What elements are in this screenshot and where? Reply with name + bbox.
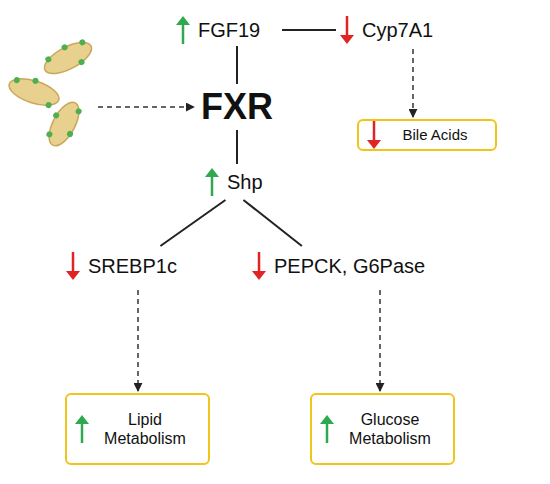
node-label: Bile Acids xyxy=(387,126,483,144)
text-group: Glucose Metabolism xyxy=(340,410,440,448)
bacterium xyxy=(38,33,97,81)
text-group: Bile Acids xyxy=(387,126,483,144)
dashed-arrow xyxy=(379,290,381,391)
gene-label: FGF19 xyxy=(176,14,276,46)
bacterium xyxy=(40,96,86,151)
text-group: FXR xyxy=(201,86,273,128)
bacterium xyxy=(6,71,63,111)
node-label: Shp xyxy=(227,171,263,194)
dashed-arrow xyxy=(98,106,194,108)
connector-line xyxy=(160,200,225,246)
dashed-arrow xyxy=(137,290,139,391)
node-label: Glucose Metabolism xyxy=(340,410,440,448)
decrease-arrow xyxy=(252,252,266,280)
connector-line xyxy=(243,200,301,246)
decrease-arrow xyxy=(367,121,381,149)
node-label: Lipid Metabolism xyxy=(95,410,195,448)
node-label: SREBP1c xyxy=(88,255,177,278)
connector-line xyxy=(236,130,238,164)
text-group: FGF19 xyxy=(198,19,260,42)
receptor-label: FXR xyxy=(200,86,274,128)
increase-arrow xyxy=(205,168,219,196)
text-group: SREBP1c xyxy=(88,255,177,278)
increase-arrow xyxy=(75,415,89,443)
connector-line xyxy=(282,29,336,31)
outcome-box: Lipid Metabolism xyxy=(65,393,210,465)
increase-arrow xyxy=(176,16,190,44)
node-label: Cyp7A1 xyxy=(362,19,433,42)
text-group: Lipid Metabolism xyxy=(95,410,195,448)
text-group: Cyp7A1 xyxy=(362,19,433,42)
gene-label: Cyp7A1 xyxy=(340,14,452,46)
decrease-arrow xyxy=(66,252,80,280)
decrease-arrow xyxy=(340,16,354,44)
dashed-arrow xyxy=(412,49,414,117)
text-group: Shp xyxy=(227,171,263,194)
node-label: FGF19 xyxy=(198,19,260,42)
gene-label: Shp xyxy=(205,166,267,198)
gene-label: SREBP1c xyxy=(66,250,184,282)
node-label: FXR xyxy=(201,86,273,128)
node-label: PEPCK, G6Pase xyxy=(274,255,425,278)
outcome-box: Glucose Metabolism xyxy=(310,393,455,465)
text-group: PEPCK, G6Pase xyxy=(274,255,425,278)
connector-line xyxy=(236,46,238,84)
gene-label: PEPCK, G6Pase xyxy=(252,250,424,282)
outcome-box: Bile Acids xyxy=(357,119,497,151)
increase-arrow xyxy=(320,415,334,443)
